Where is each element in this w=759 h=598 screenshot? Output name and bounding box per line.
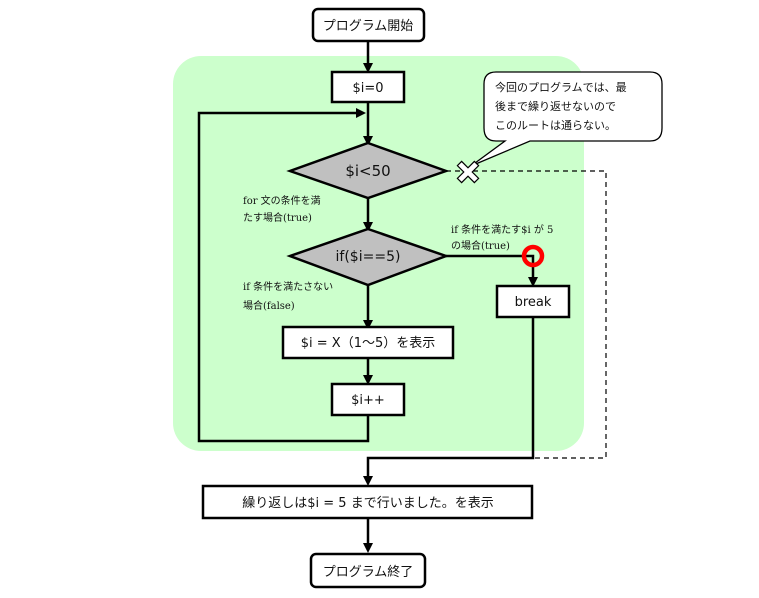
- if-true-line-2: の場合(true): [451, 239, 510, 252]
- callout-line-3: このルートは通らない。: [495, 119, 616, 132]
- cross-icon: [456, 160, 480, 184]
- for-true-annotation: for 文の条件を満 たす場合(true): [243, 194, 321, 224]
- start-node: プログラム開始: [311, 7, 426, 43]
- end-node: プログラム終了: [309, 552, 427, 589]
- if-false-annotation: if 条件を満たさない 場合(false): [243, 280, 333, 312]
- for-true-line-1: for 文の条件を満: [243, 194, 321, 207]
- callout-line-2: 後まで繰り返せないので: [495, 99, 616, 113]
- break-node: break: [495, 284, 571, 319]
- if-false-line-2: 場合(false): [243, 299, 295, 312]
- if-condition-label: if($i==5): [336, 249, 401, 265]
- init-label: $i=0: [352, 81, 383, 96]
- display-result-label: 繰り返しは$i = 5 まで行いました。を表示: [242, 496, 493, 511]
- display-i-label: $i = X（1～5）を表示: [301, 336, 436, 351]
- loop-condition-node: $i<50: [286, 141, 450, 200]
- callout-bubble: 今回のプログラムでは、最 後まで繰り返せないので このルートは通らない。: [470, 71, 663, 167]
- callout-line-1: 今回のプログラムでは、最: [495, 80, 627, 94]
- if-false-line-1: if 条件を満たさない: [243, 280, 333, 293]
- init-node: $i=0: [330, 70, 406, 104]
- if-condition-node: if($i==5): [286, 227, 450, 287]
- start-label: プログラム開始: [323, 19, 414, 34]
- edge-if-break: [446, 254, 538, 287]
- for-true-line-2: たす場合(true): [243, 211, 312, 224]
- edge-break-result: [363, 317, 535, 486]
- loop-condition-label: $i<50: [345, 162, 390, 180]
- increment-node: $i++: [330, 382, 406, 417]
- display-result-node: 繰り返しは$i = 5 まで行いました。を表示: [201, 484, 534, 520]
- end-label: プログラム終了: [323, 564, 414, 580]
- edge-loop-back: [197, 108, 370, 443]
- if-true-annotation: if 条件を満たす$i が 5 の場合(true): [451, 223, 553, 252]
- circle-icon: [521, 244, 545, 268]
- increment-label: $i++: [351, 393, 385, 408]
- break-label: break: [515, 295, 552, 310]
- display-i-node: $i = X（1～5）を表示: [281, 325, 455, 360]
- if-true-line-1: if 条件を満たす$i が 5: [451, 223, 553, 236]
